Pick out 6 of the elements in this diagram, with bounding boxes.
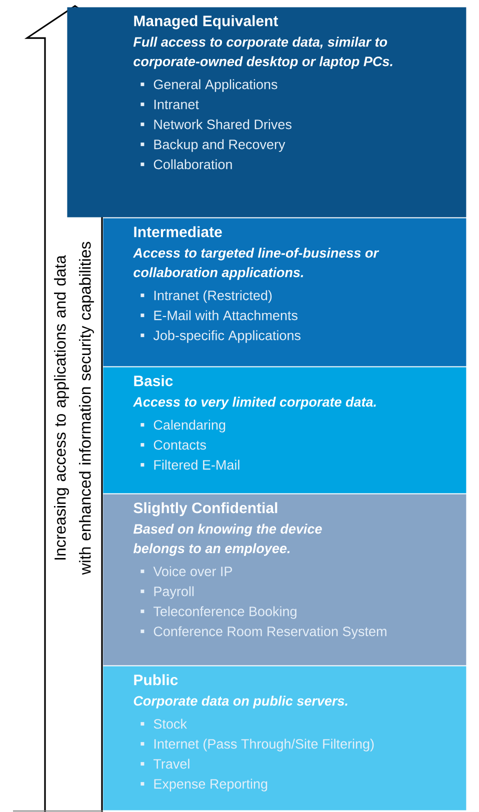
tier-band: Slightly Confidential Based on knowing the device belongs to an employee. Voice over IP Payroll Teleconference Booking Conference Room Reservation System	[103, 494, 466, 666]
tier-band: Basic Access to very limited corporate data. Calendaring Contacts Filtered E-Mail	[103, 367, 466, 494]
tier-band: Managed Equivalent Full access to corporate data, similar to corporate-owned desktop or laptop PCs. General Applications Intranet Network Shared Drives Backup and Recovery Collaboration	[67, 7, 466, 218]
tier-band: Intermediate Access to targeted line-of-business or collaboration applications. Intranet (Restricted) E-Mail with Attachments Job-specific Applications	[103, 218, 466, 366]
arrow-label: Increasing access to applications and data with enhanced information security capabilities	[54, 242, 94, 575]
tier-band: Public Corporate data on public servers. Stock Internet (Pass Through/Site Filtering) Travel Expense Reporting	[103, 666, 466, 810]
